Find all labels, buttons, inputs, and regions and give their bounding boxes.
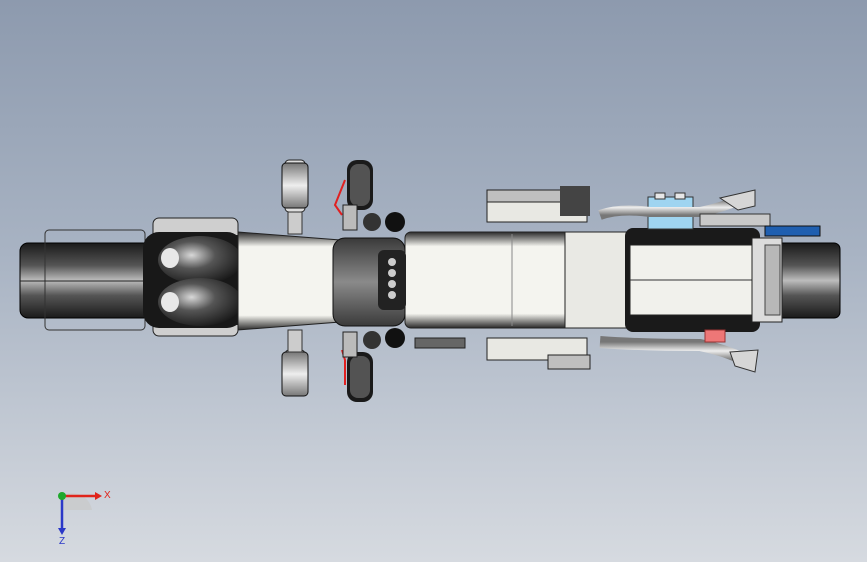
rear-tire bbox=[774, 242, 841, 319]
x-axis-label: X bbox=[104, 490, 111, 501]
z-axis-label: Z bbox=[59, 536, 65, 547]
seat bbox=[332, 237, 406, 327]
fuel-tank-body bbox=[237, 231, 631, 331]
chain-guard bbox=[764, 225, 821, 237]
front-tire bbox=[19, 229, 161, 331]
x-axis-arrowhead-icon bbox=[95, 492, 102, 500]
handlebar-left bbox=[281, 159, 405, 235]
exhaust-pipe-top bbox=[598, 189, 771, 227]
y-axis-dot-icon bbox=[58, 492, 66, 500]
rear-fender bbox=[625, 228, 783, 332]
footrest-right bbox=[414, 337, 591, 370]
z-axis-arrowhead-icon bbox=[58, 528, 66, 535]
triad-plane-icon bbox=[62, 493, 92, 510]
exhaust-pipe-bottom bbox=[599, 329, 759, 373]
headlight-assembly bbox=[143, 232, 243, 328]
axis-triad[interactable]: X Z bbox=[40, 478, 120, 548]
handlebar-right bbox=[281, 328, 405, 402]
footrest-left bbox=[486, 186, 590, 223]
